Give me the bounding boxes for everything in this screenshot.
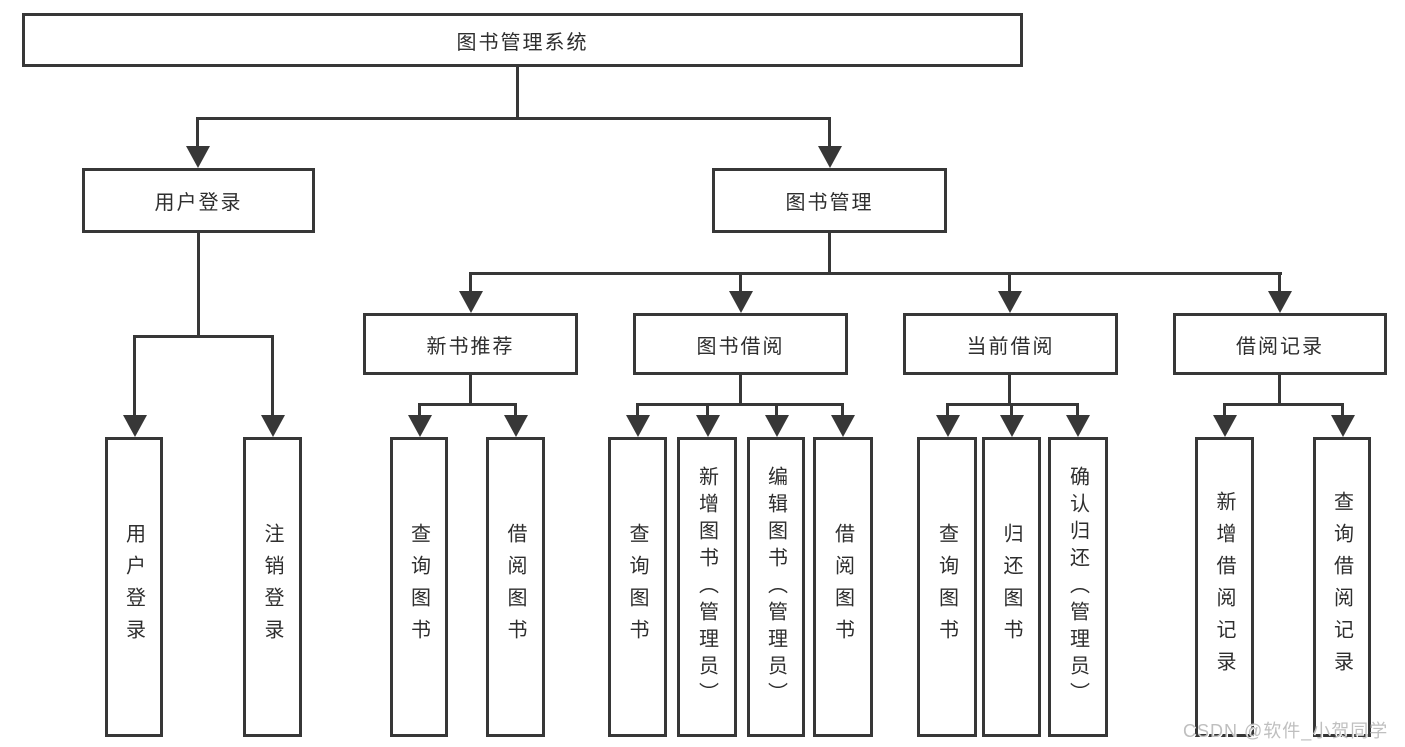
connector-new-books-bus xyxy=(418,403,517,406)
leaf-logout: 注销登录 xyxy=(243,437,302,737)
csdn-watermark: CSDN @软件_小贺同学 xyxy=(1183,721,1389,741)
node-book-management: 图书管理 xyxy=(712,168,947,233)
leaf-current-confirm-admin-label: 确认归还（管理员） xyxy=(1066,465,1089,709)
node-root-label: 图书管理系统 xyxy=(456,31,589,54)
connector-user-login-stem xyxy=(197,233,200,337)
arrow-cb-confirm xyxy=(1076,403,1079,415)
connector-borrowing-stem xyxy=(739,375,742,406)
arrow-br-query xyxy=(1341,403,1344,415)
node-borrowing: 图书借阅 xyxy=(633,313,848,375)
leaf-current-confirm-admin: 确认归还（管理员） xyxy=(1048,437,1108,737)
arrow-to-leaf-logout xyxy=(271,335,274,415)
leaf-borrowing-add-admin: 新增图书（管理员） xyxy=(677,437,737,737)
arrow-to-borrowing xyxy=(739,272,742,291)
arrow-nb-query xyxy=(418,403,421,415)
node-new-books-label: 新书推荐 xyxy=(426,335,515,358)
leaf-borrowing-query-label: 查询图书 xyxy=(626,523,648,651)
arrow-nb-borrow xyxy=(514,403,517,415)
arrow-to-new-books xyxy=(469,272,472,291)
node-borrow-records: 借阅记录 xyxy=(1173,313,1387,375)
connector-level2-bus xyxy=(197,117,831,120)
connector-root-stem xyxy=(516,67,519,120)
node-root-library-system: 图书管理系统 xyxy=(22,13,1023,67)
node-borrowing-label: 图书借阅 xyxy=(696,335,785,358)
leaf-borrowing-add-admin-label: 新增图书（管理员） xyxy=(695,465,718,709)
node-borrow-records-label: 借阅记录 xyxy=(1236,335,1324,358)
arrow-bb-query xyxy=(636,403,639,415)
node-book-management-label: 图书管理 xyxy=(785,192,874,214)
connector-user-login-bus xyxy=(133,335,274,338)
node-user-login: 用户登录 xyxy=(82,168,315,233)
leaf-current-query: 查询图书 xyxy=(917,437,977,737)
connector-records-stem xyxy=(1278,375,1281,406)
leaf-current-return-label: 归还图书 xyxy=(1000,523,1022,651)
leaf-user-login-label: 用户登录 xyxy=(122,523,145,651)
leaf-current-query-label: 查询图书 xyxy=(935,523,958,651)
arrow-cb-query xyxy=(946,403,949,415)
connector-level3-bus xyxy=(469,272,1282,275)
arrow-to-leaf-user-login xyxy=(133,335,136,415)
leaf-current-return: 归还图书 xyxy=(982,437,1041,737)
arrow-br-add xyxy=(1223,403,1226,415)
connector-book-management-stem xyxy=(828,233,831,275)
leaf-newbooks-query: 查询图书 xyxy=(390,437,448,737)
leaf-user-login: 用户登录 xyxy=(105,437,163,737)
leaf-records-query-label: 查询借阅记录 xyxy=(1330,491,1353,683)
connector-records-bus xyxy=(1223,403,1343,406)
connector-current-stem xyxy=(1008,375,1011,406)
node-new-books: 新书推荐 xyxy=(363,313,578,375)
arrow-bb-edit xyxy=(775,403,778,415)
leaf-borrowing-edit-admin-label: 编辑图书（管理员） xyxy=(764,465,787,709)
leaf-records-add: 新增借阅记录 xyxy=(1195,437,1254,737)
leaf-newbooks-borrow-label: 借阅图书 xyxy=(504,523,526,651)
leaf-borrowing-borrow: 借阅图书 xyxy=(813,437,873,737)
arrow-to-records xyxy=(1278,272,1281,291)
leaf-newbooks-borrow: 借阅图书 xyxy=(486,437,545,737)
arrow-bb-borrow xyxy=(841,403,844,415)
arrow-cb-return xyxy=(1010,403,1013,415)
leaf-borrowing-edit-admin: 编辑图书（管理员） xyxy=(747,437,805,737)
arrow-to-book-management xyxy=(828,117,831,146)
node-current-borrow-label: 当前借阅 xyxy=(966,335,1055,358)
arrow-to-user-login xyxy=(196,117,199,146)
connector-borrowing-bus xyxy=(636,403,844,406)
arrow-bb-add xyxy=(706,403,709,415)
leaf-borrowing-query: 查询图书 xyxy=(608,437,667,737)
leaf-borrowing-borrow-label: 借阅图书 xyxy=(831,523,854,651)
arrow-to-current xyxy=(1008,272,1011,291)
leaf-records-add-label: 新增借阅记录 xyxy=(1213,491,1235,683)
leaf-newbooks-query-label: 查询图书 xyxy=(407,523,430,651)
node-user-login-label: 用户登录 xyxy=(154,192,243,214)
leaf-logout-label: 注销登录 xyxy=(261,523,283,651)
node-current-borrow: 当前借阅 xyxy=(903,313,1118,375)
leaf-records-query: 查询借阅记录 xyxy=(1313,437,1371,737)
connector-new-books-stem xyxy=(469,375,472,406)
